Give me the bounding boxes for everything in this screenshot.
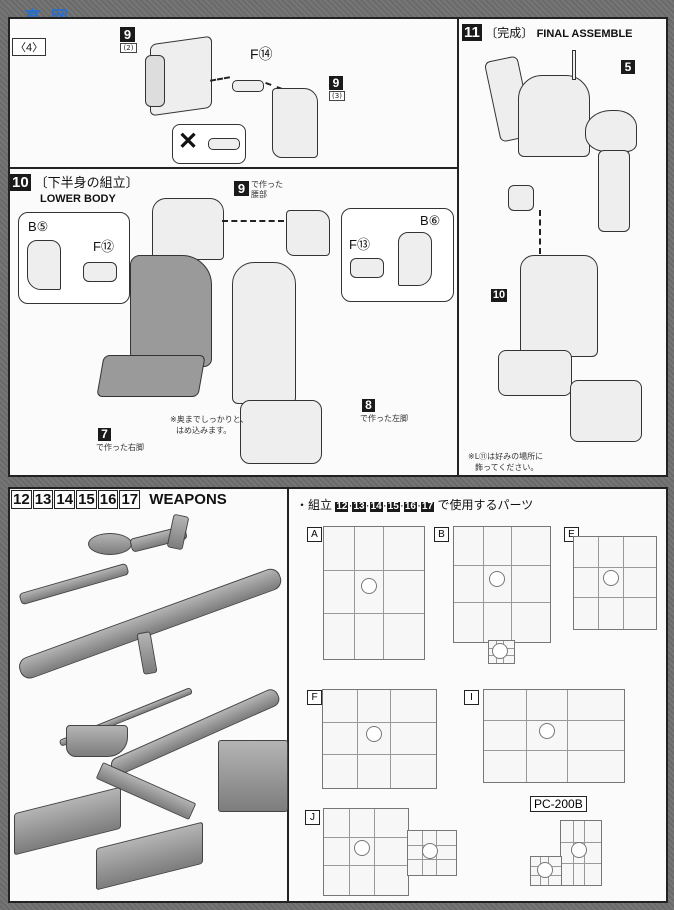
arrow-upper-to-lower <box>539 210 541 254</box>
left-foot-drawing <box>240 400 322 464</box>
final-right-foot-drawing <box>498 350 572 396</box>
step10-header: 10 〔下半身の組立〕 <box>10 172 139 191</box>
parts-step-16: 16 <box>403 501 417 512</box>
front-skirt-drawing <box>286 210 330 256</box>
waist-ref-text1: で作った <box>251 180 283 189</box>
step9-part-code: F⑭ <box>250 46 273 62</box>
runner-j-extension <box>407 830 457 876</box>
runner-a <box>323 526 425 660</box>
weapon-step-16: 16 <box>97 490 119 509</box>
left-leg-ref-step: 8 <box>362 399 375 412</box>
parts-step-15: 15 <box>386 501 400 512</box>
runner-i-tag: I <box>464 690 479 705</box>
runner-pc200b-side <box>530 856 562 886</box>
runner-e <box>573 536 657 630</box>
top-vertical-divider <box>457 17 459 477</box>
insert-note-line1: ※奥までしっかりと、 <box>170 415 249 424</box>
left-callout-part-a: B⑤ <box>28 219 49 234</box>
runner-b-tail <box>488 640 515 664</box>
right-callout <box>341 208 454 302</box>
display-note-line1: ※L⑪は好みの場所に <box>468 452 544 461</box>
step11-number: 11 <box>462 24 482 41</box>
parts-heading-suffix: で使用するパーツ <box>437 498 534 512</box>
step9-ref-a-sub: (2) <box>120 43 137 53</box>
right-leg-drawing <box>130 255 212 367</box>
runner-pc200b-tag: PC-200B <box>530 796 587 812</box>
waist-ref-text2: 腰部 <box>251 190 267 199</box>
knee-armor-right-drawing <box>398 232 432 286</box>
step9-ref-b: 9 <box>329 76 343 90</box>
cracker-box <box>218 740 288 812</box>
weapon-step-15: 15 <box>76 490 97 509</box>
heat-hawk-blade <box>66 725 128 757</box>
joint-part-drawing <box>232 80 264 92</box>
right-arm-drawing <box>598 150 630 232</box>
parts-step-12: 12 <box>335 501 349 512</box>
upper-body-ref: 5 <box>621 60 635 74</box>
weapons-title: WEAPONS <box>149 491 227 508</box>
lower-body-ref: 10 <box>491 289 507 302</box>
insert-note-line2: はめ込みます。 <box>176 426 232 435</box>
waist-front-drawing <box>145 55 165 107</box>
runner-f <box>322 689 437 789</box>
weapon-step-12: 12 <box>11 490 32 509</box>
step10-number: 10 <box>10 174 31 191</box>
arrow-front-armor <box>222 220 284 222</box>
head-antenna-drawing <box>572 50 576 80</box>
left-callout-part-b: F⑫ <box>93 239 114 254</box>
weapon-step-14: 14 <box>54 490 76 509</box>
step9-ref-b-sub: (3) <box>329 91 345 101</box>
step10-title-jp: 〔下半身の組立〕 <box>34 175 139 190</box>
weapon-step-17: 17 <box>119 490 141 509</box>
step11-title-jp: 〔完成〕 <box>485 26 534 40</box>
runner-f-tag: F <box>307 690 322 705</box>
knee-joint-left-drawing <box>83 262 117 282</box>
waist-body-drawing <box>152 198 224 260</box>
runner-a-tag: A <box>307 527 322 542</box>
right-callout-part-a: B⑥ <box>420 213 441 228</box>
weapon-step-13: 13 <box>32 490 54 509</box>
left-leg-ref-text: で作った左脚 <box>360 414 408 423</box>
page-marker: 〈4〉 <box>12 38 47 56</box>
display-note-line2: 飾ってください。 <box>475 463 539 472</box>
machine-gun-drum <box>88 533 132 555</box>
parts-step-14: 14 <box>369 501 383 512</box>
knee-armor-left-drawing <box>27 240 61 290</box>
lower-body-drawing <box>520 255 598 357</box>
parts-step-17: 17 <box>420 501 435 512</box>
upper-body-drawing <box>518 75 590 157</box>
parts-heading-prefix: ・組立 <box>296 498 333 512</box>
runner-j-tag: J <box>305 810 320 825</box>
parts-step-13: 13 <box>352 501 366 512</box>
bottom-vertical-divider <box>287 487 289 903</box>
runner-i <box>483 689 625 783</box>
skirt-armor-drawing <box>272 88 318 158</box>
step11-header: 11 〔完成〕 FINAL ASSEMBLE <box>462 24 633 41</box>
right-callout-part-b: F⑬ <box>349 237 370 252</box>
left-leg-drawing <box>232 262 296 404</box>
right-leg-ref-step: 7 <box>98 428 111 441</box>
step10-title-en: LOWER BODY <box>40 193 116 205</box>
final-left-foot-drawing <box>570 380 642 442</box>
runner-j <box>323 808 409 896</box>
parts-list-header: ・組立 12·13·14·15·16·17 で使用するパーツ <box>296 498 534 512</box>
shoulder-spike-drawing <box>585 110 637 152</box>
right-leg-ref-text: で作った右脚 <box>96 443 144 452</box>
step9-step10-divider <box>8 167 459 169</box>
wrong-mark-icon: ✕ <box>178 128 199 155</box>
knee-joint-right-drawing <box>350 258 384 278</box>
runner-b-tag: B <box>434 527 449 542</box>
step11-title-en: FINAL ASSEMBLE <box>536 28 633 40</box>
runner-b <box>453 526 551 643</box>
waist-ref-step: 9 <box>234 181 249 196</box>
step9-ref-a: 9 <box>120 27 135 42</box>
left-fist-drawing <box>508 185 534 211</box>
joint-wrong-drawing <box>208 138 240 150</box>
right-foot-drawing <box>96 355 206 397</box>
runner-pc200b <box>560 820 602 886</box>
